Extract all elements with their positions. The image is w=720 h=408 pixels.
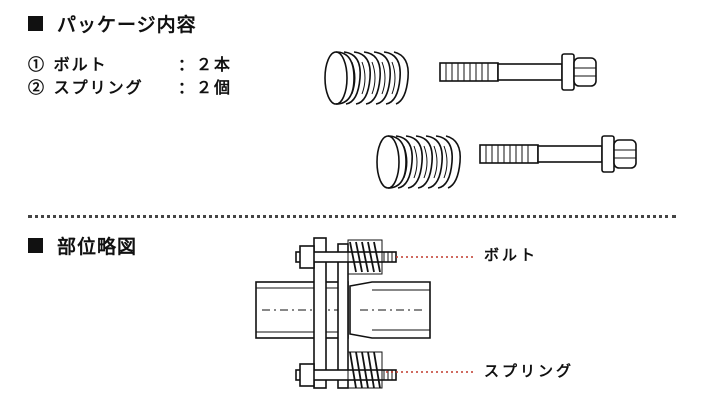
spring-item-qty: ：２個 [178, 78, 233, 97]
package-contents-title: パッケージ内容 [57, 14, 197, 36]
spring-item-label: ② スプリング [28, 78, 144, 97]
section-divider [28, 215, 676, 218]
bolt-item-qty: ：２本 [178, 55, 233, 74]
package-contents-list: ① ボルト ：２本 ② スプリング ：２個 [28, 53, 232, 99]
diagram-title: 部位略図 [57, 236, 138, 258]
list-item-spring: ② スプリング ：２個 [28, 76, 232, 99]
square-bullet-icon [28, 238, 43, 253]
spring-illustration-2 [376, 135, 462, 189]
exhaust-joint-diagram [255, 237, 474, 389]
square-bullet-icon [28, 16, 43, 31]
package-contents-heading: パッケージ内容 [28, 10, 197, 37]
bolt-callout-label: ボルト [484, 246, 539, 264]
list-item-bolt: ① ボルト ：２本 [28, 53, 232, 76]
spring-illustration-1 [324, 51, 410, 105]
diagram-heading: 部位略図 [28, 232, 137, 259]
bolt-item-label: ① ボルト [28, 55, 108, 74]
spring-callout-label: スプリング [484, 362, 575, 380]
bolt-illustration-1 [439, 53, 597, 91]
bolt-illustration-2 [479, 135, 637, 173]
